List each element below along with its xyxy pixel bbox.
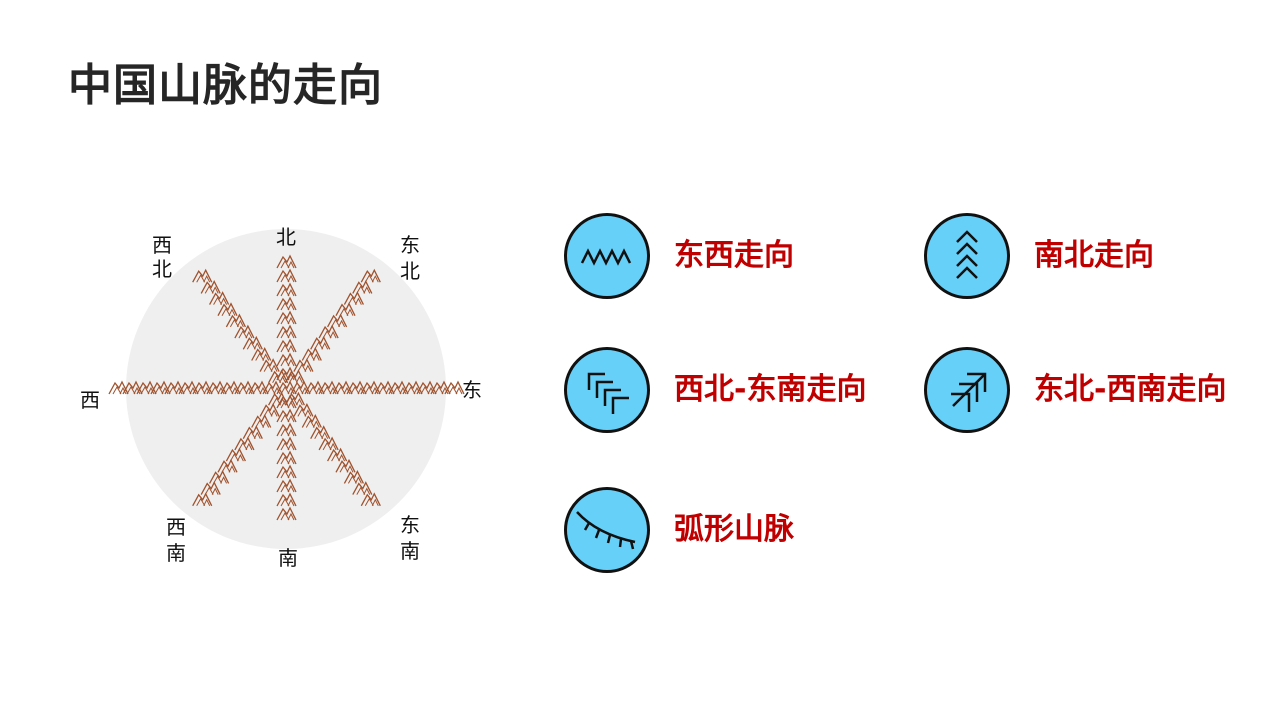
page-title: 中国山脉的走向 — [68, 60, 383, 111]
label-northwest-1: 西 — [152, 233, 172, 257]
arc-mountain-icon — [564, 487, 650, 573]
legend-label-north-south: 南北走向 — [1034, 238, 1154, 273]
label-east: 东 — [462, 378, 482, 402]
legend-northwest-southeast: 西北-东南走向 — [564, 344, 866, 436]
stacked-chevrons-up-icon — [924, 213, 1010, 299]
legend-northeast-southwest: 东北-西南走向 — [924, 344, 1226, 436]
label-southeast-1: 东 — [400, 513, 420, 537]
compass-diagram: 北 南 西 东 西 北 东 北 西 南 东 南 — [60, 200, 520, 600]
zigzag-mountain-icon — [564, 213, 650, 299]
label-southeast-2: 南 — [400, 539, 420, 563]
ridge-peak-west — [108, 381, 129, 395]
legend-label-arc: 弧形山脉 — [674, 512, 794, 547]
label-southwest-1: 西 — [166, 515, 186, 539]
diagonal-chevrons-ne-sw-icon — [924, 347, 1010, 433]
label-northeast-2: 北 — [400, 259, 420, 283]
label-north: 北 — [276, 225, 296, 249]
diagonal-chevrons-nw-se-icon — [564, 347, 650, 433]
label-northeast-1: 东 — [400, 233, 420, 257]
legend-label-northwest-southeast: 西北-东南走向 — [674, 372, 867, 407]
legend-label-east-west: 东西走向 — [674, 238, 794, 273]
legend-label-northeast-southwest: 东北-西南走向 — [1034, 372, 1227, 407]
compass-svg: 北 南 西 东 西 北 东 北 西 南 东 南 — [80, 225, 482, 570]
label-south: 南 — [278, 546, 298, 570]
label-northwest-2: 北 — [152, 257, 172, 281]
legend-east-west: 东西走向 — [564, 210, 794, 302]
label-southwest-2: 南 — [166, 541, 186, 565]
label-west: 西 — [80, 388, 100, 412]
legend-arc: 弧形山脉 — [564, 484, 794, 576]
legend-north-south: 南北走向 — [924, 210, 1154, 302]
